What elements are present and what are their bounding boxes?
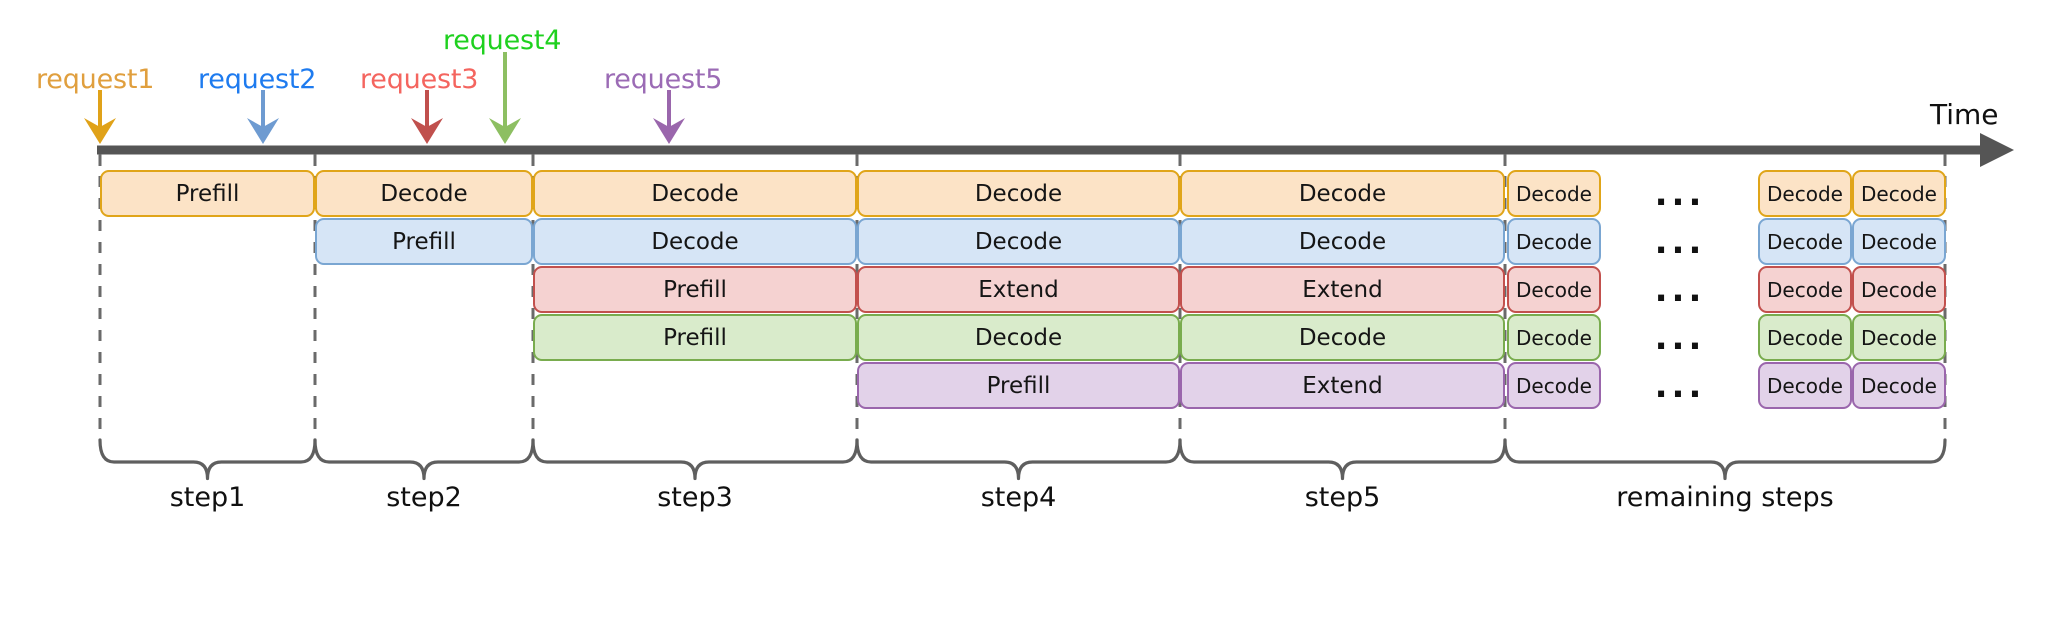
schedule-block-small: Decode: [1852, 314, 1946, 361]
ellipsis: ...: [1654, 365, 1706, 406]
request-label-3: request3: [360, 64, 479, 95]
schedule-block-small: Decode: [1758, 218, 1852, 265]
schedule-block-small: Decode: [1852, 266, 1946, 313]
ellipsis: ...: [1654, 221, 1706, 262]
request-arrow-3: [411, 90, 443, 144]
schedule-block: Extend: [1180, 362, 1505, 409]
schedule-block-small: Decode: [1507, 362, 1601, 409]
step-brace: [1503, 438, 1947, 481]
request-arrow-2: [247, 90, 279, 144]
step-label-2: step2: [386, 482, 462, 513]
schedule-block-small: Decode: [1758, 170, 1852, 217]
step-brace: [313, 438, 535, 481]
schedule-block: Decode: [1180, 170, 1505, 217]
schedule-block: Decode: [857, 314, 1180, 361]
step-brace: [98, 438, 317, 481]
schedule-block: Extend: [1180, 266, 1505, 313]
step-brace: [1178, 438, 1507, 481]
schedule-block: Prefill: [315, 218, 533, 265]
request-label-5: request5: [604, 64, 723, 95]
schedule-block: Decode: [533, 218, 857, 265]
request-label-2: request2: [198, 64, 317, 95]
schedule-block: Prefill: [533, 266, 857, 313]
step-brace: [531, 438, 859, 481]
time-axis-arrowhead: [1980, 133, 2014, 167]
request-arrow-1: [84, 90, 116, 144]
schedule-block: Prefill: [533, 314, 857, 361]
step-brace: [855, 438, 1182, 481]
schedule-block-small: Decode: [1507, 170, 1601, 217]
step-label-3: step3: [657, 482, 733, 513]
schedule-block-small: Decode: [1852, 362, 1946, 409]
schedule-block: Decode: [857, 218, 1180, 265]
step-label-6: remaining steps: [1616, 482, 1834, 513]
schedule-block-small: Decode: [1507, 266, 1601, 313]
schedule-block-small: Decode: [1758, 362, 1852, 409]
request-arrow-5: [653, 90, 685, 144]
request-label-1: request1: [36, 64, 155, 95]
schedule-block-small: Decode: [1852, 218, 1946, 265]
schedule-block: Extend: [857, 266, 1180, 313]
request-label-4: request4: [443, 25, 562, 56]
schedule-block-small: Decode: [1852, 170, 1946, 217]
ellipsis: ...: [1654, 269, 1706, 310]
time-axis-label: Time: [1930, 98, 1999, 131]
ellipsis: ...: [1654, 173, 1706, 214]
schedule-block-small: Decode: [1758, 314, 1852, 361]
ellipsis: ...: [1654, 317, 1706, 358]
schedule-block: Decode: [1180, 314, 1505, 361]
schedule-block-small: Decode: [1507, 314, 1601, 361]
schedule-block: Prefill: [857, 362, 1180, 409]
schedule-block: Decode: [533, 170, 857, 217]
step-label-5: step5: [1304, 482, 1381, 513]
schedule-block: Decode: [1180, 218, 1505, 265]
schedule-block-small: Decode: [1758, 266, 1852, 313]
step-label-1: step1: [169, 482, 246, 513]
request-arrow-4: [489, 52, 521, 144]
schedule-block: Decode: [315, 170, 533, 217]
schedule-block: Prefill: [100, 170, 315, 217]
schedule-block: Decode: [857, 170, 1180, 217]
schedule-block-small: Decode: [1507, 218, 1601, 265]
step-label-4: step4: [980, 482, 1057, 513]
